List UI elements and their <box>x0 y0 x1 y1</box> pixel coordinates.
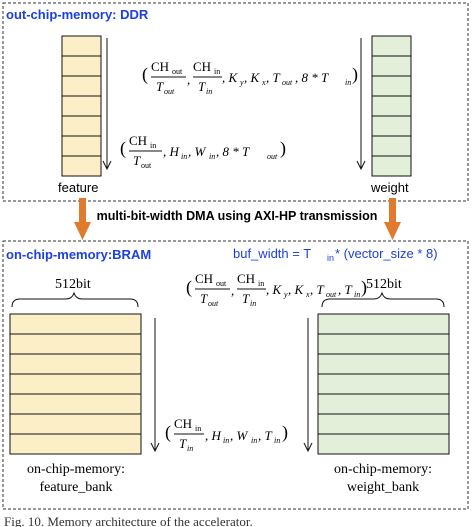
transfer-arrow-left <box>74 198 91 240</box>
svg-text:out: out <box>216 279 227 288</box>
svg-text:, K: , K <box>222 70 239 85</box>
feature-bank-label-line2: feature_bank <box>39 480 112 495</box>
svg-text:in: in <box>150 141 156 150</box>
svg-text:T: T <box>198 79 206 94</box>
svg-text:in: in <box>274 436 280 445</box>
svg-text:, K: , K <box>244 70 261 85</box>
svg-text:, K: , K <box>266 282 283 297</box>
ddr-feature-formula: ( CH in T out , H in , W in , 8 * T out … <box>120 133 286 170</box>
left-width-label: 512bit <box>55 277 91 292</box>
bram-title: on-chip-memory:BRAM <box>6 247 151 262</box>
svg-text:(: ( <box>120 138 126 159</box>
svg-text:in: in <box>223 436 229 445</box>
svg-text:out: out <box>326 290 337 299</box>
svg-text:in: in <box>214 67 220 76</box>
svg-text:CH: CH <box>195 271 213 286</box>
svg-text:CH: CH <box>151 59 169 74</box>
svg-text:in: in <box>258 279 264 288</box>
feature-bank-arrow <box>150 318 160 453</box>
svg-text:T: T <box>179 436 187 451</box>
svg-text:,: , <box>187 72 190 87</box>
svg-text:, 8 * T: , 8 * T <box>295 70 329 85</box>
svg-text:x: x <box>305 290 310 299</box>
weight-bank-arrow <box>303 318 313 453</box>
feature-column <box>61 35 102 177</box>
right-width-label: 512bit <box>366 277 402 292</box>
svg-text:, W: , W <box>188 144 207 159</box>
svg-text:in: in <box>251 436 257 445</box>
svg-text:out: out <box>208 299 219 308</box>
svg-text:CH: CH <box>193 59 211 74</box>
svg-text:in: in <box>209 152 215 161</box>
svg-text:T: T <box>242 291 250 306</box>
buf-width-label: buf_width = T in * (vector_size * 8) <box>233 246 438 263</box>
svg-text:in: in <box>195 424 201 433</box>
weight-label: weight <box>370 180 409 195</box>
svg-text:buf_width = T: buf_width = T <box>233 246 311 261</box>
figure-caption: Fig. 10. Memory architecture of the acce… <box>4 514 253 527</box>
svg-text:, T: , T <box>338 282 353 297</box>
svg-text:out: out <box>267 152 278 161</box>
svg-text:in: in <box>327 253 334 263</box>
svg-text:out: out <box>164 87 175 96</box>
svg-text:out: out <box>141 161 152 170</box>
weight-bank <box>317 313 450 455</box>
ddr-title: out-chip-memory: DDR <box>6 7 149 22</box>
transfer-arrow-right <box>384 198 401 240</box>
svg-text:): ) <box>352 64 358 85</box>
svg-text:y: y <box>283 290 288 299</box>
svg-text:): ) <box>280 138 286 159</box>
svg-text:in: in <box>206 87 212 96</box>
svg-text:out: out <box>172 67 183 76</box>
svg-text:CH: CH <box>237 271 255 286</box>
right-width-brace <box>321 291 445 308</box>
svg-text:x: x <box>261 78 266 87</box>
svg-text:): ) <box>282 422 288 443</box>
svg-text:, T: , T <box>258 428 273 443</box>
bram-top-formula: ( CH out T out , CH in T in , K y , K x … <box>186 271 367 308</box>
ddr-frame <box>2 2 469 202</box>
ddr-top-formula: ( CH out T out , CH in T in , K y , K x … <box>142 59 358 96</box>
svg-text:(: ( <box>186 277 192 298</box>
feature-arrow <box>102 38 112 171</box>
svg-text:): ) <box>361 277 367 298</box>
svg-text:T: T <box>200 291 208 306</box>
svg-text:T: T <box>156 79 164 94</box>
weight-bank-label-line2: weight_bank <box>347 480 419 495</box>
svg-text:y: y <box>239 78 244 87</box>
svg-text:CH: CH <box>174 416 192 431</box>
svg-text:, H: , H <box>163 144 180 159</box>
svg-text:, T: , T <box>266 70 281 85</box>
svg-text:,: , <box>231 283 234 298</box>
svg-text:(: ( <box>165 422 171 443</box>
svg-text:, W: , W <box>230 428 249 443</box>
svg-text:in: in <box>187 444 193 453</box>
feature-bank <box>9 313 142 455</box>
weight-column <box>371 35 412 177</box>
feature-bank-label-line1: on-chip-memory: <box>27 462 125 477</box>
weight-bank-label-line1: on-chip-memory: <box>334 462 432 477</box>
svg-text:in: in <box>181 152 187 161</box>
feature-label: feature <box>58 180 98 195</box>
transfer-label: multi-bit-width DMA using AXI-HP transmi… <box>97 209 378 223</box>
left-width-brace <box>11 291 139 308</box>
svg-text:in: in <box>345 78 351 87</box>
svg-text:, H: , H <box>205 428 222 443</box>
svg-text:in: in <box>354 290 360 299</box>
svg-text:, K: , K <box>288 282 305 297</box>
bank-formula: ( CH in T in , H in , W in , T in ) <box>165 416 288 453</box>
weight-arrow <box>356 38 366 171</box>
svg-text:, T: , T <box>310 282 325 297</box>
svg-text:in: in <box>250 299 256 308</box>
svg-text:, 8 * T: , 8 * T <box>216 144 250 159</box>
svg-text:out: out <box>282 78 293 87</box>
bram-frame <box>2 240 469 510</box>
svg-text:CH: CH <box>129 133 147 148</box>
svg-text:* (vector_size * 8): * (vector_size * 8) <box>335 246 438 261</box>
svg-text:(: ( <box>142 64 148 85</box>
svg-text:T: T <box>133 153 141 168</box>
